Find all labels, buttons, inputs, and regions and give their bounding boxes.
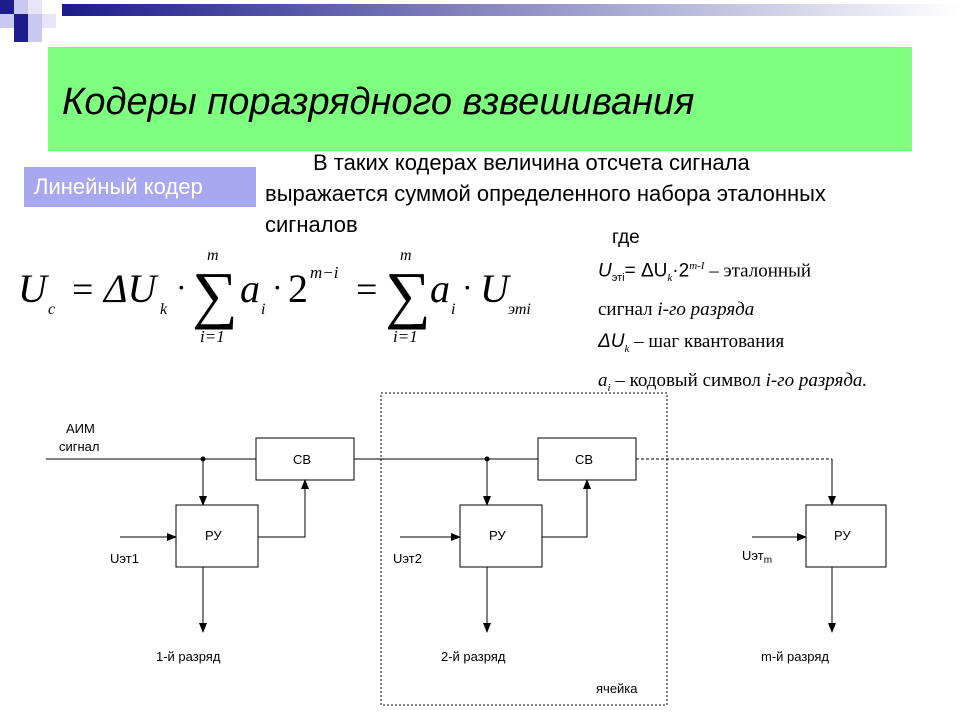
intro-paragraph: В таких кодерах величина отсчета сигнала…: [265, 147, 955, 240]
formula-pow: m−i: [310, 263, 339, 282]
output-label-1: 1-й разряд: [156, 649, 221, 664]
legend-pow-base: ·2: [672, 260, 690, 282]
formula-eq-2: =: [356, 269, 377, 311]
legend-line-4: ai – кодовый символ i-го разряда.: [598, 365, 958, 404]
decor-square-light-3: [0, 14, 14, 28]
linear-coder-badge: Линейный кодер: [24, 167, 256, 207]
decor-square-light-5: [28, 28, 42, 42]
output-label-m: m-й разряд: [761, 649, 829, 664]
uet1-label: Uэт1: [110, 551, 139, 566]
uetm-sub: m: [764, 555, 772, 566]
decor-square-light-6: [42, 14, 56, 28]
intro-line-3: сигналов: [265, 212, 358, 237]
formula-uet: U: [480, 266, 512, 311]
sum-1-lower: i=1: [200, 327, 225, 346]
formula-delta-u: ΔU: [102, 266, 159, 311]
formula-legend: где Uэті= ΔUk·2m-I – эталонный сигнал i-…: [598, 226, 958, 404]
uetm-label: Uэтm: [742, 548, 772, 566]
legend-line-1-tail: – эталонный: [704, 260, 812, 282]
decor-square-light-4: [28, 14, 42, 28]
formula-dot-3: ·: [462, 269, 473, 305]
legend-line-3-text: – шаг квантования: [629, 331, 785, 353]
legend-line-4-sub: i: [607, 381, 611, 394]
formula-delta-sub: k: [160, 301, 168, 318]
sum-2-upper: m: [400, 247, 412, 264]
decor-gradient-bar: [62, 4, 960, 16]
sum-2-sigma: ∑: [385, 259, 431, 330]
coder-block-diagram: ячейка АИМ сигнал СВ СВ РУ Uэт1 1-й разр…: [46, 392, 887, 706]
formula-eq-1: =: [72, 269, 93, 311]
slide-title: Кодеры поразрядного взвешивания: [62, 81, 695, 123]
ru-block-m-label: РУ: [834, 528, 851, 543]
sum-1-sigma: ∑: [192, 259, 238, 330]
cv-block-1-label: СВ: [293, 452, 311, 467]
output-label-2: 2-й разряд: [441, 649, 506, 664]
cv-block-2: [537, 437, 637, 481]
cell-label: ячейка: [596, 681, 638, 696]
formula-dot-1: ·: [176, 269, 187, 305]
uet2-label: Uэт2: [393, 551, 422, 566]
legend-line-2: сигнал i-го разряда: [598, 294, 958, 326]
formula-uet-sub: эті: [508, 301, 531, 318]
input-label-1: АИМ: [66, 421, 95, 436]
feedback-line-1: [258, 479, 309, 538]
formula-dot-2: ·: [272, 269, 283, 305]
ru-block-2-label: РУ: [489, 528, 506, 543]
legend-line-4-italic: i-го разряда.: [765, 369, 868, 391]
slide-header-decoration: [0, 0, 960, 42]
intro-line-2: выражается суммой определенного набора э…: [265, 181, 826, 206]
legend-pow: m-I: [689, 260, 705, 272]
legend-uet-symbol: U: [598, 260, 612, 282]
cv-block-2-label: СВ: [575, 452, 593, 467]
decor-square-navy-2: [14, 14, 28, 28]
feedback-line-2: [542, 479, 591, 538]
legend-line-2-italic: i-го разряда: [657, 299, 755, 321]
formula-ai-1: a: [240, 266, 260, 311]
decor-square-light-2: [28, 0, 42, 14]
decor-square-navy-1: [0, 0, 14, 14]
legend-where: где: [612, 227, 640, 248]
legend-line-1: Uэті= ΔUk·2m-I – эталонный: [598, 250, 958, 294]
main-formula: U c = ΔU k · m ∑ i=1 a i · 2 m−i = m ∑ i…: [18, 247, 531, 346]
legend-delta-uk: = ΔU: [624, 260, 668, 282]
ru-block-1: [175, 504, 259, 568]
formula-uc: U: [18, 266, 50, 311]
title-band: [48, 47, 912, 151]
formula-two: 2: [288, 266, 308, 311]
ru-block-1-label: РУ: [205, 528, 222, 543]
legend-line-3: ΔUk – шаг квантования: [598, 326, 958, 365]
legend-line-4-text: – кодовый символ: [610, 369, 766, 391]
decor-square-navy-3: [14, 28, 28, 42]
legend-line-3-sub: k: [624, 342, 630, 355]
legend-line-3-symbol: ΔU: [598, 331, 625, 353]
input-label-2: сигнал: [59, 439, 100, 454]
legend-line-4-symbol: a: [598, 369, 608, 391]
legend-uet-sub: эті: [611, 272, 625, 285]
formula-ai-2-sub: i: [451, 301, 455, 318]
intro-line-1: В таких кодерах величина отсчета сигнала: [313, 150, 750, 175]
formula-ai-2: a: [430, 266, 450, 311]
sum-1-upper: m: [207, 247, 219, 264]
ru-block-m: [805, 504, 887, 568]
decor-square-light-1: [14, 0, 28, 14]
formula-ai-1-sub: i: [261, 301, 265, 318]
legend-line-2-text: сигнал: [598, 299, 658, 321]
sum-2-lower: i=1: [393, 327, 418, 346]
cell-boundary: [380, 392, 668, 706]
legend-uk-sub: k: [667, 272, 673, 285]
formula-uc-sub: c: [48, 301, 55, 318]
